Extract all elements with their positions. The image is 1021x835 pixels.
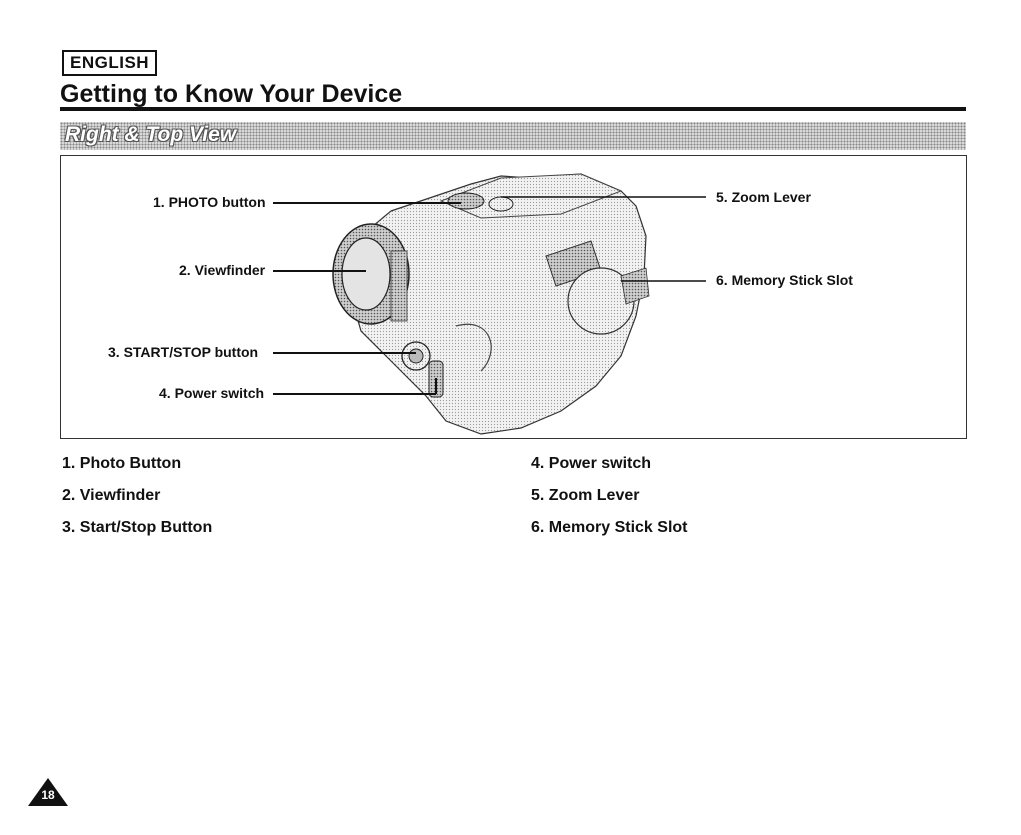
callout-power-switch: 4. Power switch	[159, 385, 264, 401]
legend-item: 2. Viewfinder	[62, 487, 160, 505]
callout-memory-stick-slot: 6. Memory Stick Slot	[716, 272, 853, 288]
legend-item: 3. Start/Stop Button	[62, 519, 212, 537]
callout-zoom-lever: 5. Zoom Lever	[716, 189, 811, 205]
title-rule	[60, 107, 966, 111]
section-title: Right & Top View	[65, 123, 236, 147]
page-title: Getting to Know Your Device	[60, 80, 402, 109]
legend-item: 4. Power switch	[531, 455, 651, 473]
page-number: 18	[28, 788, 68, 802]
callout-viewfinder: 2. Viewfinder	[179, 262, 265, 278]
callout-start-stop-button: 3. START/STOP button	[108, 344, 258, 360]
legend-item: 1. Photo Button	[62, 455, 181, 473]
language-tag: ENGLISH	[62, 50, 157, 76]
legend-item: 5. Zoom Lever	[531, 487, 639, 505]
callout-photo-button: 1. PHOTO button	[153, 194, 266, 210]
figure-box: 1. PHOTO button 2. Viewfinder 3. START/S…	[60, 155, 967, 439]
section-header: Right & Top View	[60, 122, 966, 150]
page-number-badge: 18	[28, 778, 68, 806]
legend-item: 6. Memory Stick Slot	[531, 519, 688, 537]
